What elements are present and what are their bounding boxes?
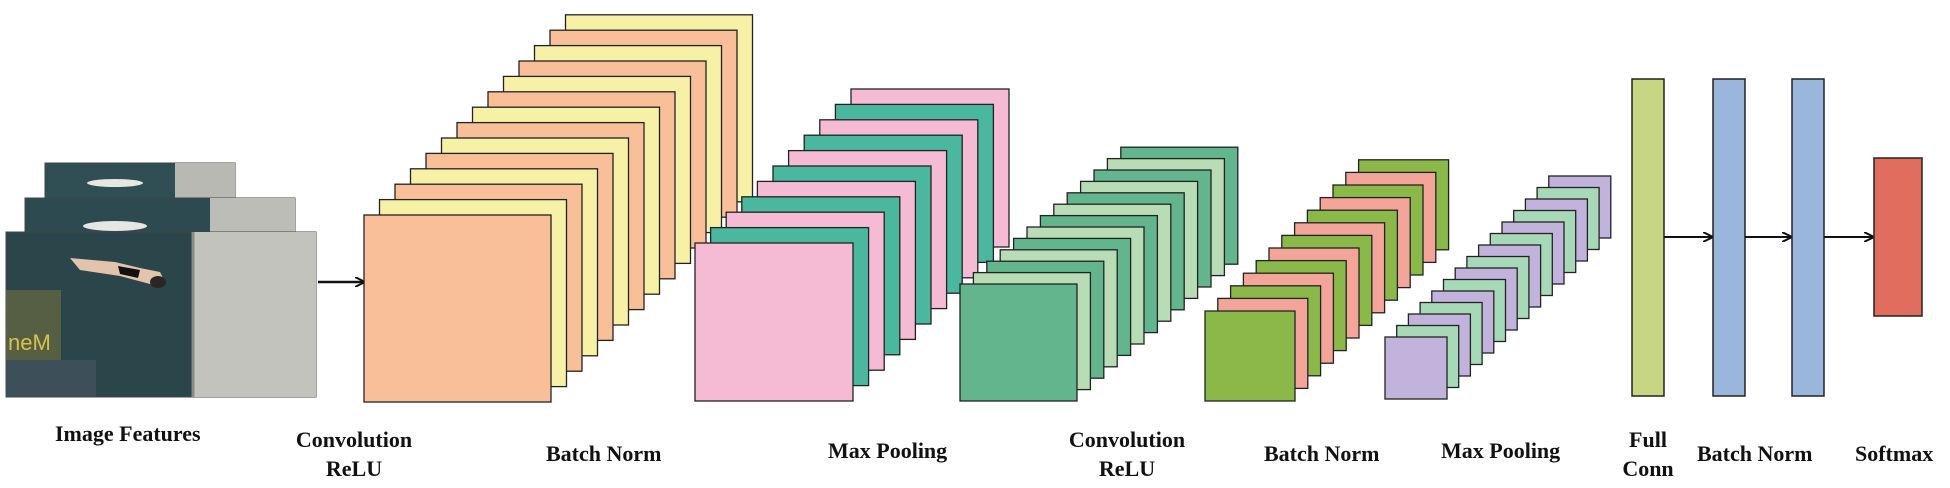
maxpool1-sheet-1 [694,242,854,402]
image-frame-front: neM [5,231,317,398]
label-relu-1: ReLU [325,456,383,481]
input-image-stack: neM [5,162,317,398]
maxpool2-feature-maps [1384,175,1612,400]
label-max-pooling-1: Max Pooling [828,438,948,463]
conv1-feature-maps [363,14,754,403]
label-full: Full [1629,427,1667,452]
label-convolution-1: Convolution [295,427,413,452]
label-softmax: Softmax [1855,441,1934,466]
label-conn: Conn [1622,456,1674,481]
label-batch-norm-3: Batch Norm [1697,441,1813,466]
label-batch-norm-2: Batch Norm [1264,441,1380,466]
svg-text:neM: neM [8,330,51,355]
softmax-bar [1873,157,1923,317]
conv1-sheet-1 [363,214,552,403]
full-conn-bar [1631,78,1665,397]
label-convolution-2: Convolution [1068,427,1186,452]
label-batch-norm-1: Batch Norm [546,441,662,466]
maxpool1-feature-maps [694,88,1010,402]
batch-norm-bar [1712,78,1746,397]
maxpool2-sheet-1 [1384,336,1448,400]
label-relu-2: ReLU [1098,456,1156,481]
batchnorm2-sheet-1 [1204,310,1296,402]
conv2-feature-maps [959,146,1239,402]
batch-norm-bar-2 [1791,78,1825,397]
conv2-sheet-1 [959,283,1078,402]
batchnorm2-feature-maps [1204,159,1450,402]
label-max-pooling-2: Max Pooling [1441,438,1561,463]
label-image-features: Image Features [55,421,201,446]
